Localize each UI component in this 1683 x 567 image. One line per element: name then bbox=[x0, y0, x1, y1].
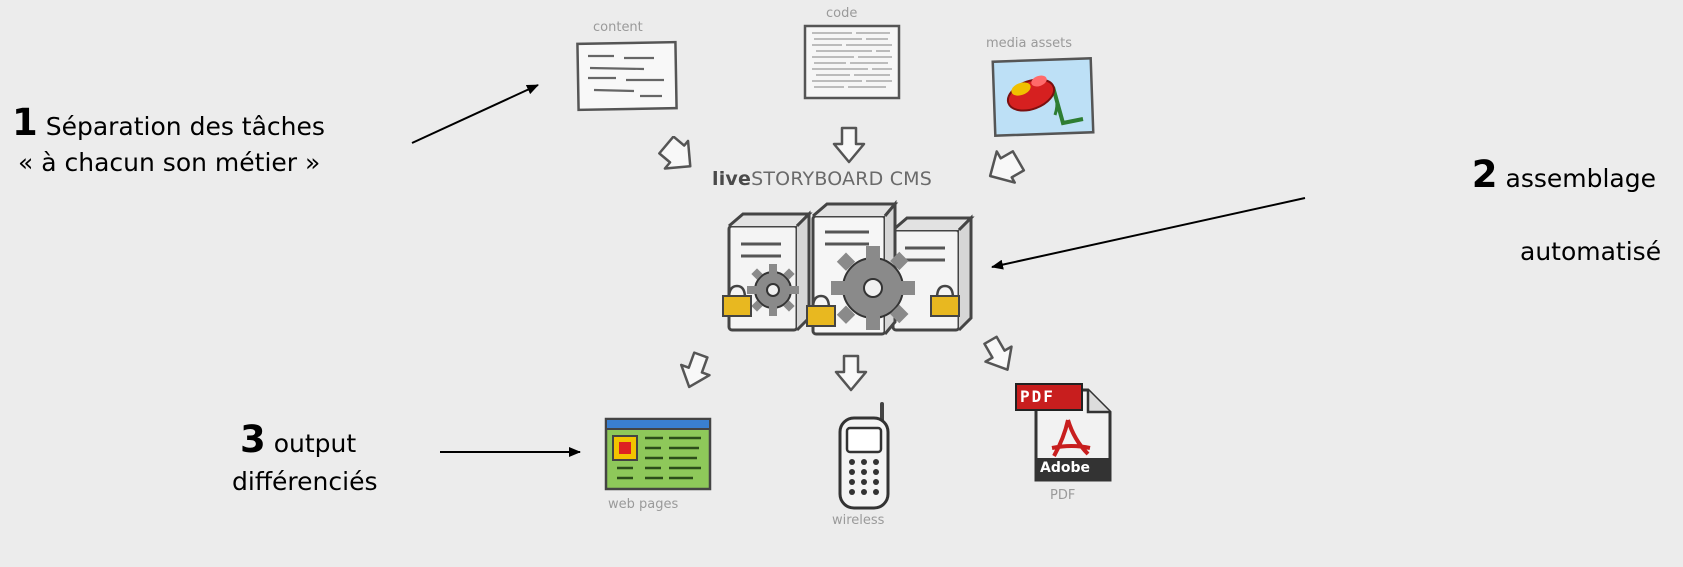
input-arrow-left-icon bbox=[658, 136, 692, 170]
wireless-phone-icon bbox=[838, 402, 890, 510]
callout-3-line2: différenciés bbox=[232, 467, 378, 496]
connector-arrow-2 bbox=[991, 197, 1306, 270]
pdf-badge-text: PDF bbox=[1020, 387, 1055, 406]
callout-2-text: assemblage bbox=[1505, 164, 1657, 193]
callout-2-line2: automatisé bbox=[1520, 237, 1662, 266]
callout-2-line1: 2 assemblage bbox=[1336, 156, 1657, 196]
output-arrow-center-icon bbox=[834, 354, 868, 392]
content-label: content bbox=[593, 20, 643, 35]
code-label: code bbox=[826, 6, 858, 21]
lock-center-icon bbox=[806, 294, 836, 327]
content-document-icon bbox=[576, 40, 678, 112]
callout-2: 2 assemblage bbox=[1336, 156, 1657, 196]
output-arrow-left-icon bbox=[679, 351, 711, 389]
web-pages-icon bbox=[604, 417, 712, 491]
pdf-adobe-text: Adobe bbox=[1040, 460, 1090, 476]
media-assets-icon bbox=[991, 57, 1095, 137]
lock-left-icon bbox=[722, 284, 752, 317]
output-arrow-right-icon bbox=[983, 335, 1013, 371]
callout-3-text: output bbox=[273, 429, 357, 458]
cms-title: liveSTORYBOARD CMS bbox=[712, 168, 932, 190]
callout-1-number: 1 bbox=[12, 101, 38, 144]
input-arrow-center-icon bbox=[832, 126, 866, 164]
pdf-document-icon: PDF Adobe bbox=[1014, 382, 1114, 484]
callout-1-text: Séparation des tâches bbox=[45, 112, 325, 141]
lock-right-icon bbox=[930, 284, 960, 317]
gear-large-icon bbox=[831, 246, 915, 330]
cms-title-name: STORYBOARD CMS bbox=[751, 168, 933, 190]
code-document-icon bbox=[803, 24, 901, 100]
input-arrow-right-icon bbox=[988, 150, 1026, 184]
callout-1-line2: « à chacun son métier » bbox=[18, 148, 321, 177]
cms-title-prefix: live bbox=[712, 168, 752, 190]
callout-1-line1: 1 Séparation des tâches bbox=[12, 104, 325, 144]
pdf-label: PDF bbox=[1050, 488, 1076, 503]
callout-3-number: 3 bbox=[240, 418, 266, 461]
callout-3: 3 output bbox=[240, 421, 357, 461]
gear-small-icon bbox=[747, 264, 799, 316]
callout-1: 1 Séparation des tâches « à chacun son m… bbox=[12, 104, 325, 180]
callout-2-number: 2 bbox=[1471, 153, 1498, 196]
web-pages-label: web pages bbox=[608, 497, 679, 512]
server-cluster-icon bbox=[722, 200, 975, 336]
connector-arrow-1 bbox=[411, 84, 539, 144]
media-assets-label: media assets bbox=[986, 36, 1073, 51]
wireless-label: wireless bbox=[832, 513, 885, 528]
